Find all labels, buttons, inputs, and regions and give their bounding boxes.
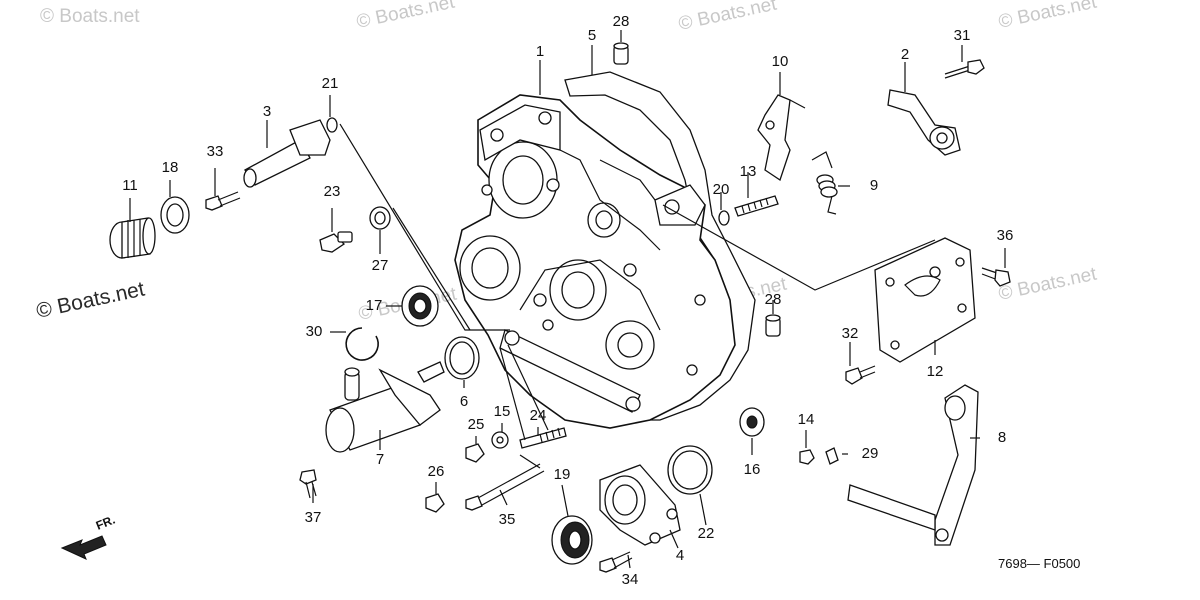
callout-34: 34 bbox=[622, 571, 639, 588]
dowel-pin bbox=[613, 42, 629, 65]
long-bolt bbox=[465, 463, 545, 511]
front-label: FR. bbox=[94, 513, 117, 533]
watermark: © Boats.net bbox=[997, 264, 1099, 305]
callout-25: 25 bbox=[468, 416, 485, 433]
callout-35: 35 bbox=[499, 511, 516, 528]
callout-labels: 1 2 3 4 5 6 7 8 9 10 11 12 13 14 15 16 1… bbox=[122, 13, 1013, 588]
rubber-boot bbox=[109, 217, 156, 259]
bolt bbox=[981, 267, 1011, 287]
callout-26: 26 bbox=[428, 463, 445, 480]
callout-8: 8 bbox=[998, 429, 1006, 446]
shift-cylinder bbox=[325, 361, 445, 453]
torsion-spring bbox=[811, 151, 838, 215]
watermark: © Boats.net bbox=[677, 0, 779, 35]
diagram-code: 7698— F0500 bbox=[998, 556, 1080, 571]
callout-18: 18 bbox=[162, 159, 179, 176]
callout-19: 19 bbox=[554, 466, 571, 483]
callout-12: 12 bbox=[927, 363, 944, 380]
shift-lever bbox=[757, 94, 791, 182]
cover-plate bbox=[874, 237, 976, 363]
callout-29: 29 bbox=[862, 445, 879, 462]
callout-16: 16 bbox=[744, 461, 761, 478]
callout-21: 21 bbox=[322, 75, 339, 92]
circlip bbox=[345, 327, 379, 361]
callout-1: 1 bbox=[536, 43, 544, 60]
bearing bbox=[739, 407, 765, 437]
watermark: © Boats.net bbox=[355, 0, 457, 33]
shift-shaft bbox=[243, 119, 331, 188]
callout-28-top: 28 bbox=[613, 13, 630, 30]
callout-4: 4 bbox=[676, 547, 684, 564]
callout-36: 36 bbox=[997, 227, 1014, 244]
callout-15: 15 bbox=[494, 403, 511, 420]
oil-seal bbox=[551, 515, 593, 565]
callout-33: 33 bbox=[207, 143, 224, 160]
shift-arm bbox=[847, 384, 979, 546]
callout-10: 10 bbox=[772, 53, 789, 70]
pin bbox=[825, 447, 839, 465]
leader-lines bbox=[129, 30, 1006, 569]
bearing bbox=[401, 285, 439, 327]
bolt bbox=[599, 551, 633, 573]
stud-bolt bbox=[519, 427, 567, 449]
bearing-cover bbox=[599, 464, 681, 546]
callout-31: 31 bbox=[954, 27, 971, 44]
callout-22: 22 bbox=[698, 525, 715, 542]
stud-bolt bbox=[734, 195, 779, 217]
bolt bbox=[205, 191, 241, 211]
callout-28-right: 28 bbox=[765, 291, 782, 308]
callout-14: 14 bbox=[798, 411, 815, 428]
transmission-housing bbox=[454, 71, 756, 429]
callout-5: 5 bbox=[588, 27, 596, 44]
drain-plug bbox=[319, 231, 353, 253]
callout-6: 6 bbox=[460, 393, 468, 410]
callout-13: 13 bbox=[740, 163, 757, 180]
callout-3: 3 bbox=[263, 103, 271, 120]
callout-24: 24 bbox=[530, 407, 547, 424]
callout-37: 37 bbox=[305, 509, 322, 526]
callout-30: 30 bbox=[306, 323, 323, 340]
watermark: © Boats.net bbox=[997, 0, 1099, 33]
nut bbox=[799, 449, 815, 465]
callout-9: 9 bbox=[870, 177, 878, 194]
callout-27: 27 bbox=[372, 257, 389, 274]
callout-17: 17 bbox=[366, 297, 383, 314]
bolt bbox=[845, 365, 876, 385]
washer bbox=[326, 117, 338, 133]
watermark: © Boats.net bbox=[40, 6, 140, 27]
watermark-main: © Boats.net bbox=[34, 277, 147, 322]
front-direction-arrow: FR. bbox=[60, 513, 117, 560]
callout-7: 7 bbox=[376, 451, 384, 468]
washer bbox=[718, 210, 730, 226]
parts bbox=[109, 30, 1011, 573]
callout-32: 32 bbox=[842, 325, 859, 342]
nut bbox=[425, 493, 445, 513]
callout-23: 23 bbox=[324, 183, 341, 200]
dowel-pin bbox=[765, 314, 781, 337]
bolt bbox=[944, 59, 985, 79]
callout-20: 20 bbox=[713, 181, 730, 198]
nut bbox=[465, 443, 485, 463]
callout-11: 11 bbox=[122, 177, 138, 194]
callout-2: 2 bbox=[901, 46, 909, 63]
lever-bracket bbox=[887, 89, 961, 156]
